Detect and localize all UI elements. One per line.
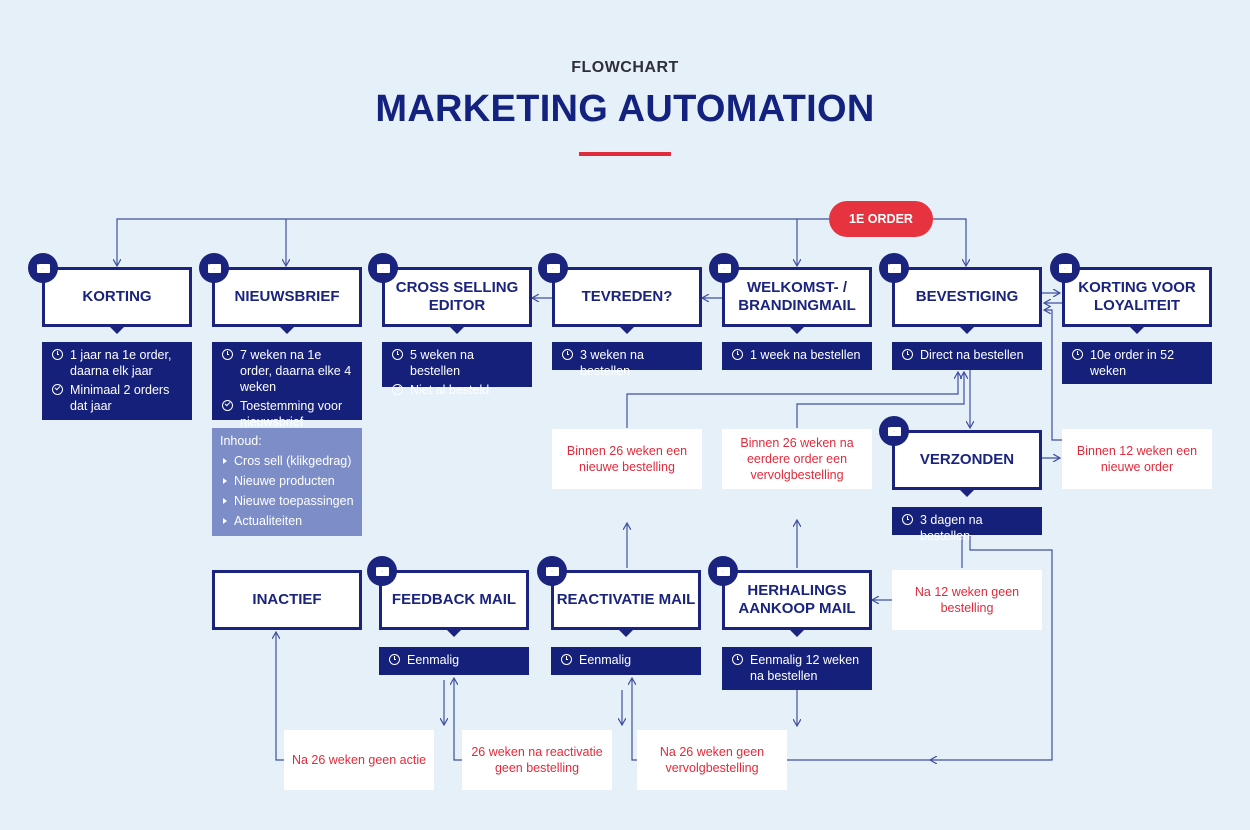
- node-reactivatie-label: REACTIVATIE MAIL: [556, 591, 696, 608]
- mail-icon: [709, 253, 739, 283]
- clock-icon: [392, 347, 404, 365]
- info-reactivatie: Eenmalig: [551, 647, 701, 675]
- condition-na-26-vervolg: Na 26 weken geen vervolgbestelling: [637, 730, 787, 790]
- node-korting-label: KORTING: [82, 288, 152, 305]
- mail-icon: [368, 253, 398, 283]
- mail-icon: [1050, 253, 1080, 283]
- info-text: 1 week na bestellen: [750, 348, 861, 362]
- node-nieuwsbrief-label: NIEUWSBRIEF: [234, 288, 340, 305]
- node-bevestiging-label: BEVESTIGING: [915, 288, 1019, 305]
- page-title: MARKETING AUTOMATION: [375, 88, 875, 130]
- condition-na-12-geen: Na 12 weken geen bestelling: [892, 570, 1042, 630]
- nieuwsbrief-inhoud: Inhoud: Cros sell (klikgedrag) Nieuwe pr…: [212, 428, 362, 536]
- info-text: 10e order in 52 weken: [1090, 348, 1175, 378]
- inhoud-item: Cros sell (klikgedrag): [220, 451, 354, 471]
- condition-26-reactivatie: 26 weken na reactivatie geen bestelling: [462, 730, 612, 790]
- node-tevreden-label: TEVREDEN?: [581, 288, 673, 305]
- info-text: Niet al besteld: [410, 383, 490, 397]
- condition-binnen-12-nieuwe-order: Binnen 12 weken een nieuwe order: [1062, 429, 1212, 489]
- info-tevreden: 3 weken na bestellen: [552, 342, 702, 378]
- node-feedback: FEEDBACK MAIL: [379, 570, 529, 637]
- info-text: 1 jaar na 1e order, daarna elk jaar: [70, 348, 172, 378]
- node-verzonden: VERZONDEN: [892, 430, 1042, 497]
- info-welkomst: 1 week na bestellen: [722, 342, 872, 370]
- info-cross-selling: 5 weken na bestellen Niet al besteld: [382, 342, 532, 397]
- info-text: Toestemming voor nieuwsbrief: [240, 399, 343, 429]
- mail-icon: [879, 253, 909, 283]
- clock-icon: [902, 512, 914, 530]
- node-cross-selling-label: CROSS SELLING EDITOR: [395, 279, 519, 314]
- inhoud-item: Actualiteiten: [220, 511, 354, 531]
- inhoud-title: Inhoud:: [220, 434, 262, 448]
- node-korting-loyaliteit: KORTING VOOR LOYALITEIT: [1062, 267, 1212, 334]
- condition-na-26-geen-actie: Na 26 weken geen actie: [284, 730, 434, 790]
- mail-icon: [367, 556, 397, 586]
- check-icon: [392, 382, 404, 400]
- start-pill-1e-order: 1E ORDER: [829, 201, 933, 237]
- info-text: 7 weken na 1e order, daarna elke 4 weken: [240, 348, 352, 394]
- clock-icon: [52, 347, 64, 365]
- node-nieuwsbrief: NIEUWSBRIEF: [212, 267, 362, 334]
- node-welkomst: WELKOMST- / BRANDINGMAIL: [722, 267, 872, 334]
- node-reactivatie: REACTIVATIE MAIL: [551, 570, 701, 637]
- check-icon: [52, 382, 64, 400]
- info-bevestiging: Direct na bestellen: [892, 342, 1042, 370]
- mail-icon: [28, 253, 58, 283]
- info-korting-loyaliteit: 10e order in 52 weken: [1062, 342, 1212, 384]
- node-cross-selling: CROSS SELLING EDITOR: [382, 267, 532, 334]
- node-inactief-label: INACTIEF: [252, 591, 322, 608]
- info-nieuwsbrief: 7 weken na 1e order, daarna elke 4 weken…: [212, 342, 362, 429]
- condition-binnen-26-nieuwe: Binnen 26 weken een nieuwe bestelling: [552, 429, 702, 489]
- info-text: Eenmalig: [579, 653, 632, 667]
- info-text: Eenmalig: [407, 653, 460, 667]
- mail-icon: [199, 253, 229, 283]
- mail-icon: [879, 416, 909, 446]
- clock-icon: [902, 347, 914, 365]
- clock-icon: [732, 347, 744, 365]
- page-eyebrow: FLOWCHART: [571, 59, 679, 76]
- node-tevreden: TEVREDEN?: [552, 267, 702, 334]
- info-text: Eenmalig 12 weken na bestellen: [750, 653, 860, 683]
- mail-icon: [538, 253, 568, 283]
- node-welkomst-label: WELKOMST- / BRANDINGMAIL: [738, 279, 856, 314]
- inhoud-item: Nieuwe producten: [220, 471, 354, 491]
- info-feedback: Eenmalig: [379, 647, 529, 675]
- node-verzonden-label: VERZONDEN: [919, 451, 1015, 468]
- info-text: Direct na bestellen: [920, 348, 1024, 362]
- inhoud-item: Nieuwe toepassingen: [220, 491, 354, 511]
- info-herhalings: Eenmalig 12 weken na bestellen: [722, 647, 872, 690]
- node-korting-loyaliteit-label: KORTING VOOR LOYALITEIT: [1078, 279, 1196, 314]
- clock-icon: [562, 347, 574, 365]
- check-icon: [222, 398, 234, 416]
- info-text: 3 weken na bestellen: [580, 348, 644, 378]
- info-text: Minimaal 2 orders dat jaar: [70, 383, 170, 413]
- mail-icon: [708, 556, 738, 586]
- node-herhalings: HERHALINGS AANKOOP MAIL: [722, 570, 872, 637]
- info-korting: 1 jaar na 1e order, daarna elk jaar Mini…: [42, 342, 192, 420]
- mail-icon: [537, 556, 567, 586]
- node-herhalings-label: HERHALINGS AANKOOP MAIL: [738, 582, 856, 617]
- node-korting: KORTING: [42, 267, 192, 334]
- clock-icon: [389, 652, 401, 670]
- info-text: 3 dagen na bestellen: [920, 513, 983, 543]
- info-verzonden: 3 dagen na bestellen: [892, 507, 1042, 543]
- condition-binnen-26-eerdere: Binnen 26 weken na eerdere order een ver…: [722, 429, 872, 489]
- clock-icon: [1072, 347, 1084, 365]
- title-underline: [579, 152, 671, 156]
- node-inactief: INACTIEF: [212, 570, 362, 630]
- info-text: 5 weken na bestellen: [410, 348, 474, 378]
- clock-icon: [222, 347, 234, 365]
- node-bevestiging: BEVESTIGING: [892, 267, 1042, 334]
- node-feedback-label: FEEDBACK MAIL: [391, 591, 517, 608]
- clock-icon: [732, 652, 744, 670]
- clock-icon: [561, 652, 573, 670]
